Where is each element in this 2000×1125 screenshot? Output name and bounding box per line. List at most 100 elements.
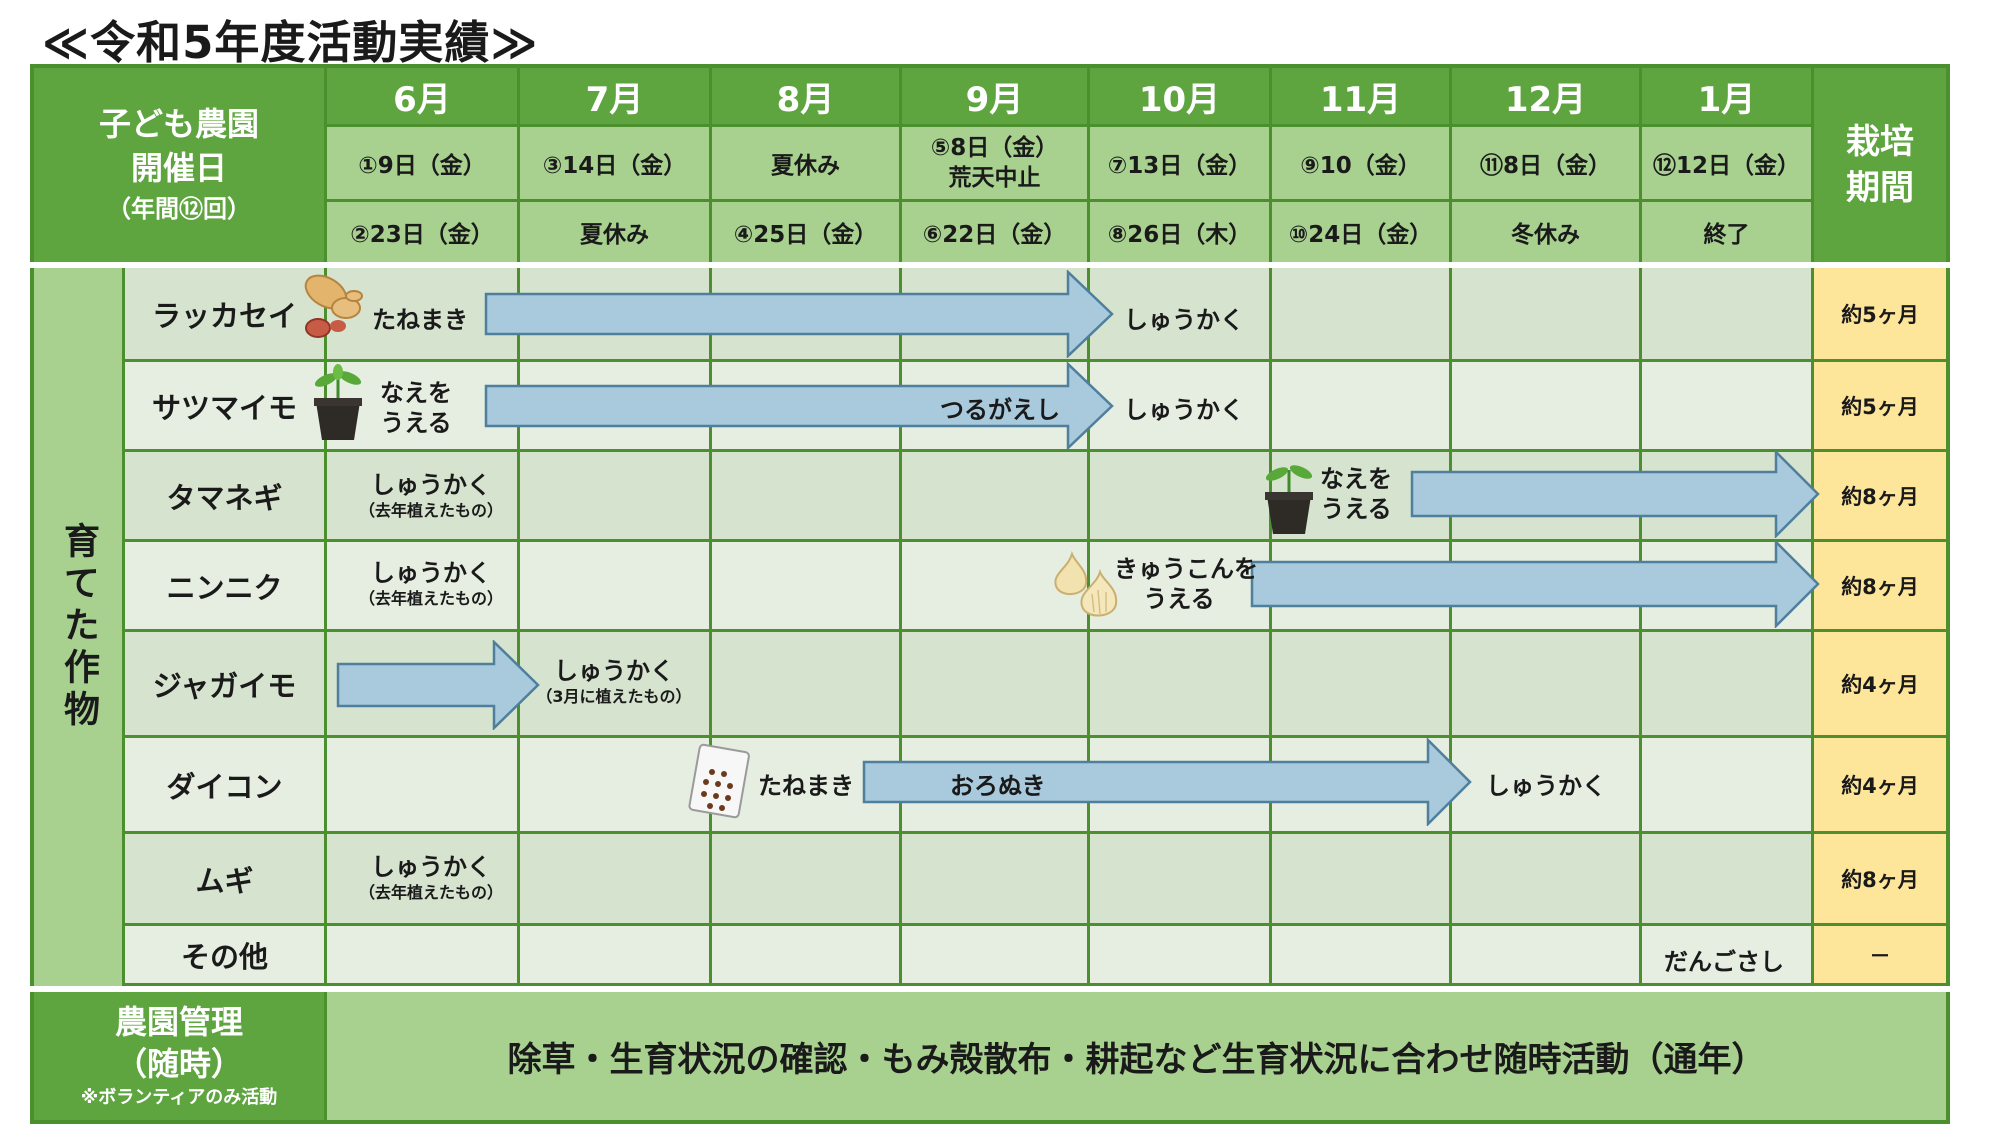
peanut-icon <box>304 274 363 338</box>
garlic-bulb-icon <box>1054 550 1118 617</box>
grid-cell <box>520 738 709 831</box>
grid-cell <box>712 632 899 735</box>
month-header: 10月 <box>1090 68 1269 124</box>
grid-cell <box>902 926 1087 983</box>
management-line1: 農園管理 <box>114 1003 243 1041</box>
grid-cell <box>1090 632 1269 735</box>
grid-cell <box>520 632 709 735</box>
wheat-harvest-text: しゅうかく （去年植えたもの） <box>358 853 503 902</box>
arrow-garlic <box>1250 540 1820 628</box>
thinning-text: おろぬき <box>950 772 1046 800</box>
period-cell: 約5ヶ月 <box>1814 268 1946 359</box>
peanut-seeding-text: たねまき <box>372 306 468 334</box>
crop-name: ダイコン <box>125 738 324 831</box>
crop-name: サツマイモ <box>125 362 324 449</box>
date-cell-row1: 夏休み <box>712 127 899 199</box>
date-cell-row2: ⑧26日（木） <box>1090 202 1269 262</box>
corner-header: 子ども農園 開催日 （年間⑫回） <box>34 68 324 262</box>
seed-packet-icon <box>688 743 750 819</box>
date-cell-row1: ⑤8日（金）荒天中止 <box>902 127 1087 199</box>
radish-harvest-text: しゅうかく <box>1486 772 1606 800</box>
grid-cell <box>327 542 517 629</box>
crop-name: ジャガイモ <box>125 632 324 735</box>
grid-cell <box>1272 926 1449 983</box>
grid-cell <box>1642 632 1811 735</box>
date-cell-row2: 冬休み <box>1452 202 1639 262</box>
period-cell: 約4ヶ月 <box>1814 632 1946 735</box>
grid-cell <box>1090 452 1269 539</box>
grid-cell <box>327 926 517 983</box>
period-line2: 期間 <box>1846 168 1914 208</box>
grid-cell <box>1452 362 1639 449</box>
month-header: 8月 <box>712 68 899 124</box>
date-cell-row1: ⑪8日（金） <box>1452 127 1639 199</box>
grid-cell <box>712 926 899 983</box>
grid-cell <box>520 834 709 923</box>
page-title: ≪令和5年度活動実績≫ <box>42 16 539 69</box>
management-description: 除草・生育状況の確認・もみ殻散布・耕起など生育状況に合わせ随時活動（通年） <box>327 992 1946 1120</box>
month-header: 12月 <box>1452 68 1639 124</box>
management-note: ※ボランティアのみ活動 <box>80 1087 278 1108</box>
footer-separator <box>30 986 1950 992</box>
date-cell-row1: ①9日（金） <box>327 127 517 199</box>
date-cell-row2: ⑥22日（金） <box>902 202 1087 262</box>
grid-cell <box>1642 926 1811 983</box>
date-cell-row1: ⑫12日（金） <box>1642 127 1811 199</box>
crop-name: ニンニク <box>125 542 324 629</box>
grid-cell <box>1090 268 1269 359</box>
corner-line2: 開催日 <box>130 149 227 187</box>
grid-cell <box>1090 362 1269 449</box>
period-cell: 約5ヶ月 <box>1814 362 1946 449</box>
onion-planting-text: なえを うえる <box>1320 465 1392 523</box>
period-cell: 約8ヶ月 <box>1814 542 1946 629</box>
grid-cell <box>327 738 517 831</box>
grid-cell <box>1090 542 1269 629</box>
dango-text: だんごさし <box>1664 948 1784 976</box>
month-header: 9月 <box>902 68 1087 124</box>
date-cell-row2: ⑩24日（金） <box>1272 202 1449 262</box>
period-line1: 栽培 <box>1846 122 1914 162</box>
grid-cell <box>1452 926 1639 983</box>
grid-cell <box>1642 738 1811 831</box>
arrow-peanut <box>484 270 1114 358</box>
crop-name: ラッカセイ <box>125 268 324 359</box>
grid-cell <box>520 926 709 983</box>
month-header: 11月 <box>1272 68 1449 124</box>
grid-cell <box>1642 834 1811 923</box>
arrow-radish <box>862 738 1472 826</box>
arrow-onion <box>1410 450 1820 538</box>
grid-cell <box>1272 834 1449 923</box>
grid-cell <box>327 834 517 923</box>
grid-cell <box>327 452 517 539</box>
date-cell-row2: ④25日（金） <box>712 202 899 262</box>
corner-line1: 子ども農園 <box>98 105 259 143</box>
garlic-harvest-text: しゅうかく （去年植えたもの） <box>358 559 503 608</box>
period-header: 栽培 期間 <box>1814 68 1946 262</box>
date-cell-row2: 夏休み <box>520 202 709 262</box>
peanut-harvest-text: しゅうかく <box>1124 306 1244 334</box>
date-cell-row1: ③14日（金） <box>520 127 709 199</box>
month-header: 6月 <box>327 68 517 124</box>
management-line2: （随時） <box>114 1045 243 1083</box>
month-header: 7月 <box>520 68 709 124</box>
radish-seeding-text: たねまき <box>758 772 854 800</box>
garlic-planting-text: きゅうこんを うえる <box>1114 555 1258 613</box>
grid-cell <box>712 834 899 923</box>
date-cell-row1: ⑦13日（金） <box>1090 127 1269 199</box>
management-label: 農園管理 （随時） ※ボランティアのみ活動 <box>34 992 324 1120</box>
crops-side-label: 育てた作物 <box>34 268 122 986</box>
vine-turning-text: つるがえし <box>940 396 1060 424</box>
grid-cell <box>1272 362 1449 449</box>
grid-cell <box>1452 632 1639 735</box>
sweetpotato-planting-text: なえを うえる <box>380 379 452 437</box>
date-cell-row2: ②23日（金） <box>327 202 517 262</box>
period-cell: 約4ヶ月 <box>1814 738 1946 831</box>
grid-cell <box>902 452 1087 539</box>
date-cell-row1: ⑨10（金） <box>1272 127 1449 199</box>
month-header: 1月 <box>1642 68 1811 124</box>
grid-cell <box>1272 268 1449 359</box>
crops-label-text: 育てた作物 <box>58 522 99 732</box>
grid-cell <box>902 834 1087 923</box>
grid-cell <box>1272 632 1449 735</box>
grid-cell <box>1642 362 1811 449</box>
